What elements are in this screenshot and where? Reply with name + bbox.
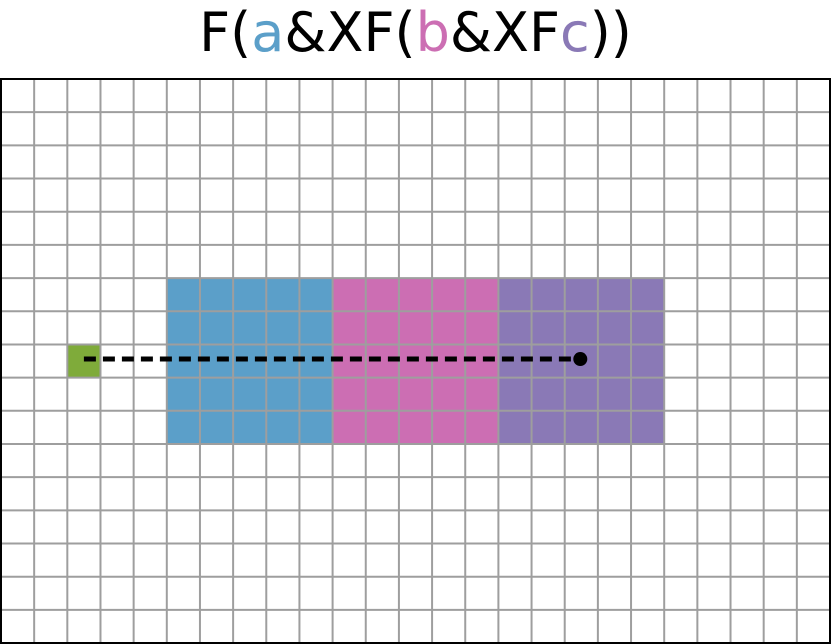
grid-lines [0,79,831,644]
title-part: F( [199,1,252,64]
title-part: c [560,1,590,64]
title-part: &XF( [284,1,416,64]
trajectory-end-dot [573,352,588,367]
region-a [166,278,333,444]
grid-border [0,78,831,644]
title-part: b [415,1,450,64]
title-part: &XF [449,1,561,64]
formula-title: F(a&XF(b&XFc)) [0,0,831,76]
title-part: a [251,1,285,64]
title-part: )) [589,1,632,64]
path-layer [83,352,588,367]
